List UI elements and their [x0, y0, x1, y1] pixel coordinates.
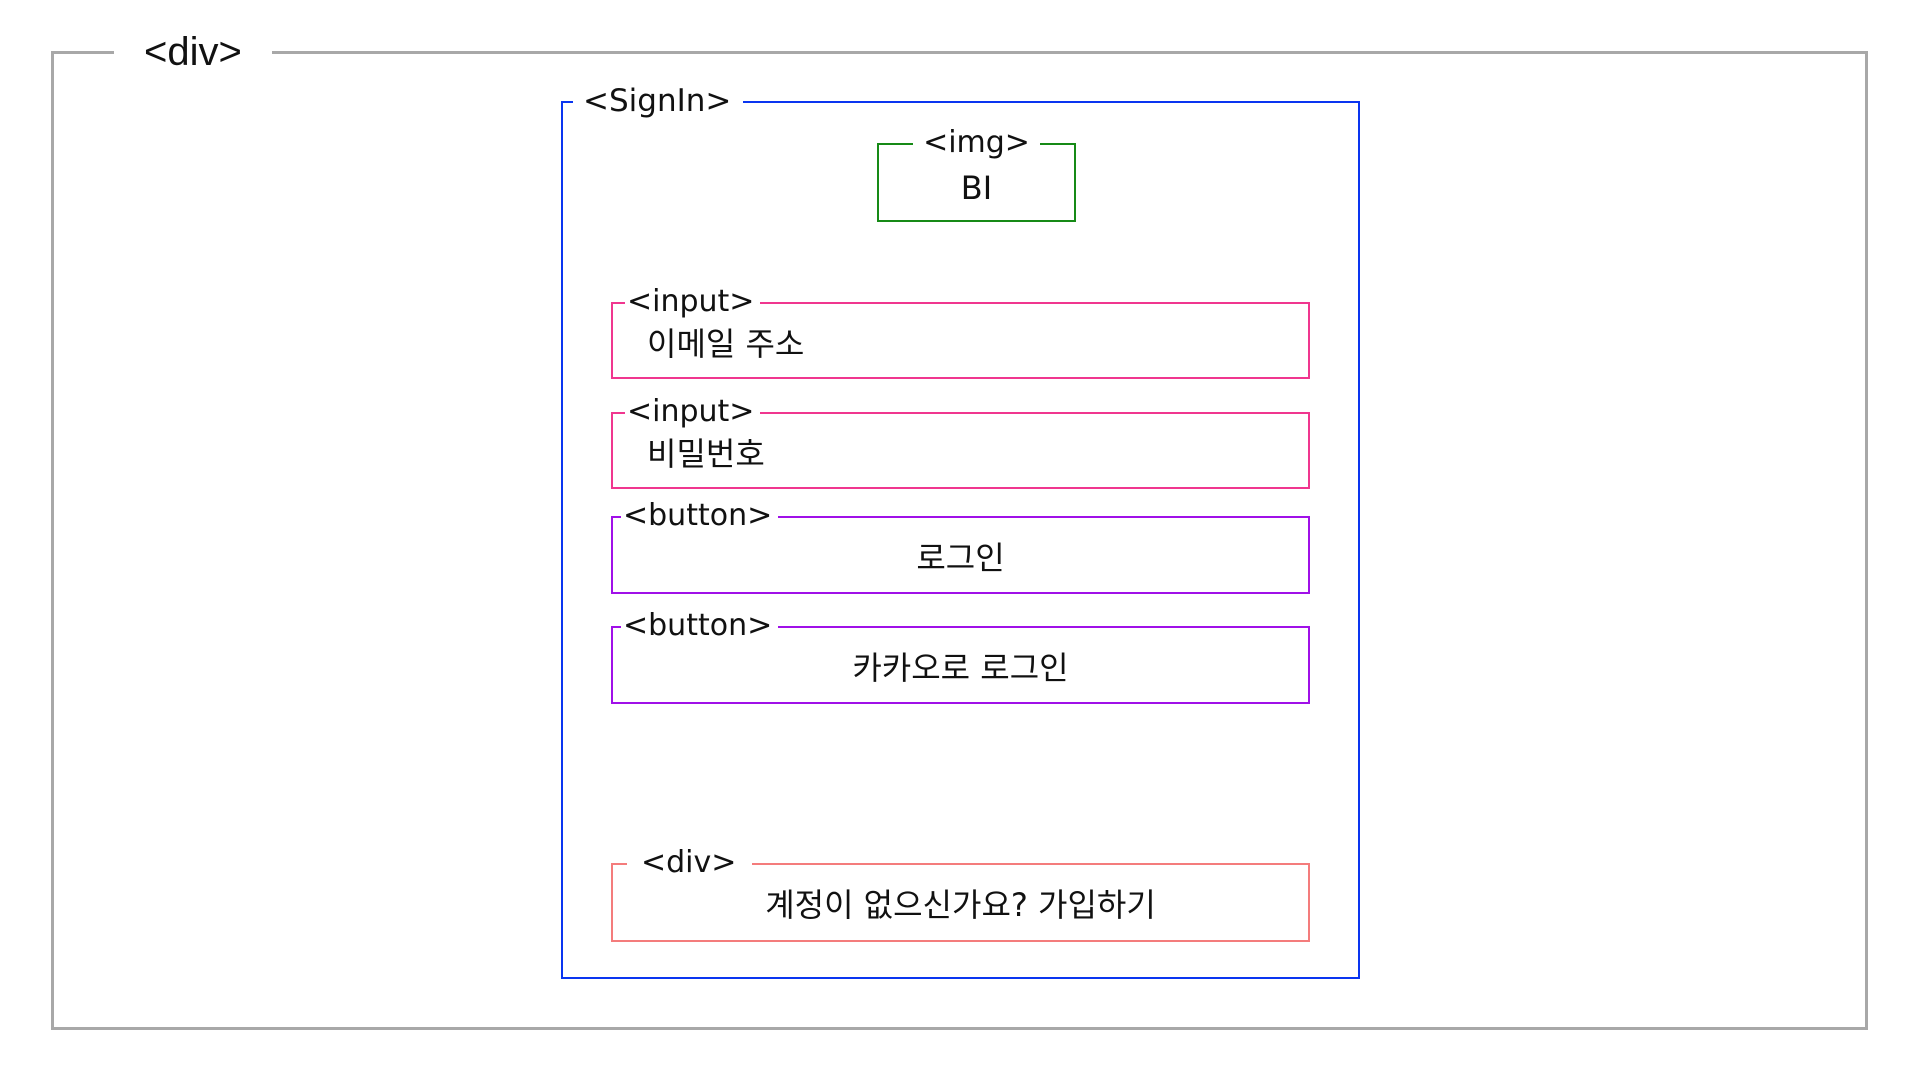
brand-logo-image: <img> BI: [877, 128, 1076, 222]
signup-prompt-text[interactable]: 계정이 없으신가요? 가입하기: [765, 886, 1156, 924]
email-input-tag-label: <input>: [625, 287, 761, 317]
email-input[interactable]: <input> 이메일 주소: [611, 287, 1310, 379]
email-input-placeholder: 이메일 주소: [647, 325, 805, 363]
login-button-label: 로그인: [916, 539, 1005, 577]
signup-prompt[interactable]: <div> 계정이 없으신가요? 가입하기: [611, 848, 1310, 942]
kakao-button-tag-label: <button>: [621, 611, 779, 641]
password-input-placeholder: 비밀번호: [647, 435, 765, 473]
img-tag-label: <img>: [913, 128, 1040, 158]
signup-div-tag-label: <div>: [627, 848, 753, 878]
kakao-login-button[interactable]: <button> 카카오로 로그인: [611, 611, 1310, 704]
password-input-tag-label: <input>: [625, 397, 761, 427]
kakao-button-label: 카카오로 로그인: [852, 649, 1069, 687]
brand-logo-text: BI: [960, 169, 993, 207]
outer-div-container: <div>: [51, 32, 1868, 1030]
signin-tag-label: <SignIn>: [573, 86, 744, 117]
outer-div-tag-label: <div>: [114, 32, 272, 72]
login-button-tag-label: <button>: [621, 501, 779, 531]
password-input[interactable]: <input> 비밀번호: [611, 397, 1310, 489]
login-button[interactable]: <button> 로그인: [611, 501, 1310, 594]
signin-component: <SignIn>: [561, 86, 1360, 979]
